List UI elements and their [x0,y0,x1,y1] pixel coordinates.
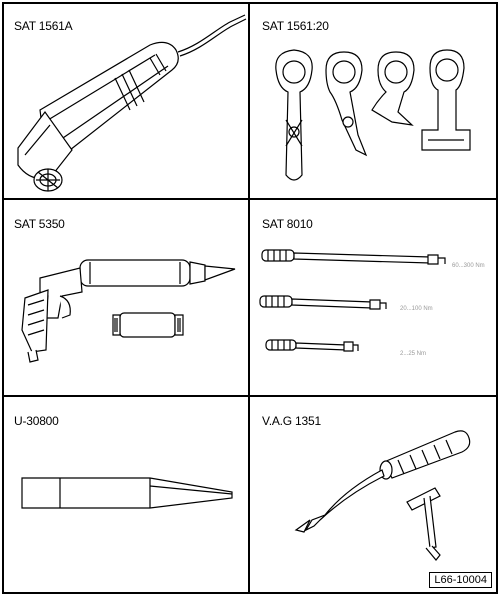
tool-label-vag-1351: V.A.G 1351 [262,414,321,428]
grid-divider-vertical [248,2,250,594]
tool-label-sat-1561a: SAT 1561A [14,19,73,33]
torque-range-1: 60...300 Nm [452,263,485,269]
grid-divider-row2 [2,395,498,397]
grid-divider-row1 [2,198,498,200]
torque-range-3: 2...25 Nm [400,351,427,357]
tool-label-sat-8010: SAT 8010 [262,217,313,231]
figure-reference: L66-10004 [429,572,492,588]
torque-range-2: 20...100 Nm [400,306,433,312]
tool-label-u-30800: U-30800 [14,414,59,428]
tool-label-sat-1561-20: SAT 1561:20 [262,19,329,33]
tool-label-sat-5350: SAT 5350 [14,217,65,231]
